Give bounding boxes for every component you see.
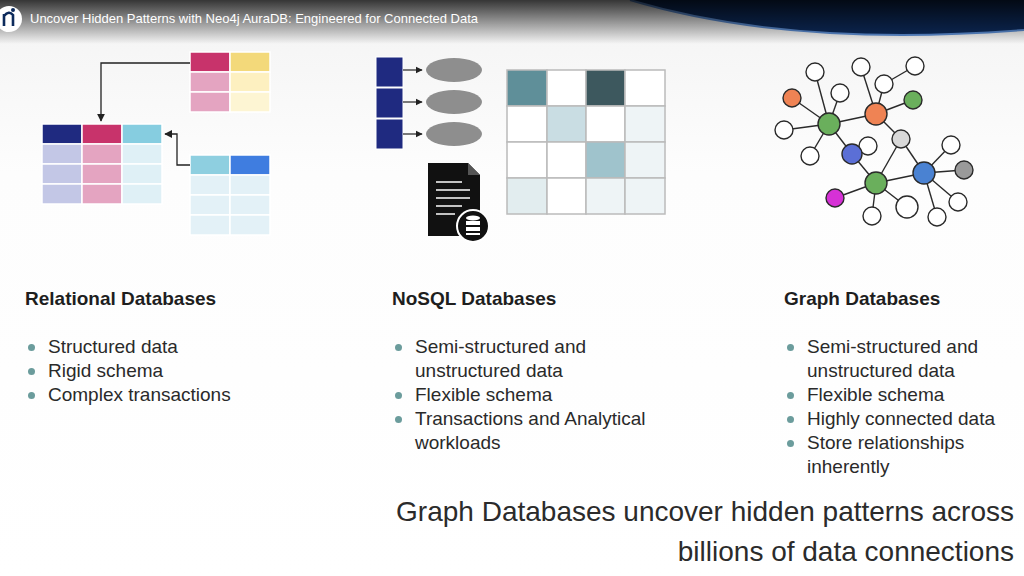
bullet-text: Transactions and Analytical workloads <box>415 408 646 453</box>
bullet-text: Highly connected data <box>807 408 995 429</box>
comparison-column: Graph DatabasesSemi-structured and unstr… <box>784 287 1020 479</box>
bullet-item: Structured data <box>25 335 348 359</box>
bullet-text: Flexible schema <box>807 384 944 405</box>
bullet-dot <box>787 344 794 351</box>
bullet-dot <box>787 440 794 447</box>
bullet-text: Rigid schema <box>48 360 163 381</box>
bullet-item: Highly connected data <box>784 407 1020 431</box>
column-heading: Graph Databases <box>784 287 1020 311</box>
slide-caption: Graph Databases uncover hidden patterns … <box>394 492 1014 572</box>
bullet-dot <box>395 392 402 399</box>
bullet-item: Semi-structured and unstructured data <box>784 335 1020 383</box>
bullet-item: Rigid schema <box>25 359 348 383</box>
bullet-dot <box>28 344 35 351</box>
bullet-text: Store relationships inherently <box>807 432 964 477</box>
bullet-text: Flexible schema <box>415 384 552 405</box>
comparison-column: NoSQL DatabasesSemi-structured and unstr… <box>392 287 677 455</box>
comparison-column: Relational DatabasesStructured dataRigid… <box>25 287 348 407</box>
bullet-item: Store relationships inherently <box>784 431 1020 479</box>
nosql-illustration <box>376 57 665 242</box>
bullet-item: Flexible schema <box>784 383 1020 407</box>
bullet-text: Semi-structured and unstructured data <box>415 336 586 381</box>
heading-text: NoSQL Databases <box>392 288 556 309</box>
bullet-text: Structured data <box>48 336 178 357</box>
heading-text: Graph Databases <box>784 288 940 309</box>
bullet-dot <box>28 368 35 375</box>
bullet-item: Semi-structured and unstructured data <box>392 335 677 383</box>
bullet-text: Complex transactions <box>48 384 231 405</box>
graph-illustration <box>775 57 973 226</box>
relational-tables <box>42 52 270 235</box>
column-heading: Relational Databases <box>25 287 348 311</box>
video-title: Uncover Hidden Patterns with Neo4j AuraD… <box>30 11 478 26</box>
bullet-dot <box>787 392 794 399</box>
bullet-dot <box>787 416 794 423</box>
bullet-dot <box>28 392 35 399</box>
bullet-item: Transactions and Analytical workloads <box>392 407 677 455</box>
title-bar <box>0 0 1024 44</box>
bullet-item: Flexible schema <box>392 383 677 407</box>
table-links <box>101 63 190 165</box>
bullet-item: Complex transactions <box>25 383 348 407</box>
heading-text: Relational Databases <box>25 288 216 309</box>
bullet-dot <box>395 416 402 423</box>
channel-logo <box>0 6 22 32</box>
bullet-dot <box>395 344 402 351</box>
column-heading: NoSQL Databases <box>392 287 677 311</box>
bullet-text: Semi-structured and unstructured data <box>807 336 978 381</box>
